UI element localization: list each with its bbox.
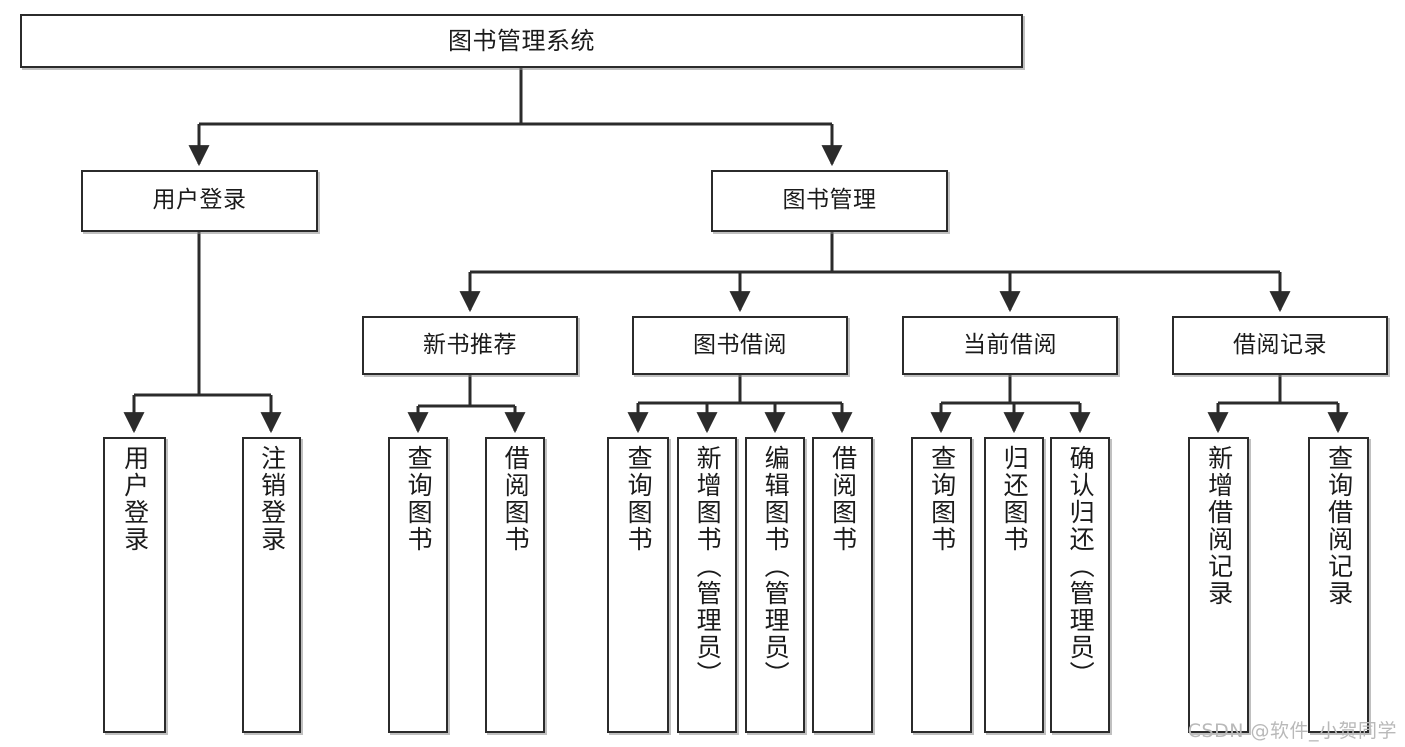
- node-leaf-query-record[interactable]: 查询借阅记录: [1308, 437, 1369, 733]
- node-leaf-add-book-label: 新增图书（管理员）: [693, 445, 723, 688]
- node-leaf-borrow-book-1[interactable]: 借阅图书: [485, 437, 545, 733]
- node-leaf-query-book-1[interactable]: 查询图书: [388, 437, 448, 733]
- node-leaf-return-book[interactable]: 归还图书: [984, 437, 1044, 733]
- node-leaf-query-book-2[interactable]: 查询图书: [607, 437, 669, 733]
- node-leaf-query-book-3-label: 查询图书: [927, 445, 957, 553]
- node-leaf-add-record-label: 新增借阅记录: [1204, 445, 1234, 607]
- node-book-manage-label: 图书管理: [782, 187, 877, 214]
- node-leaf-edit-book[interactable]: 编辑图书（管理员）: [745, 437, 805, 733]
- node-leaf-confirm-return-label: 确认归还（管理员）: [1066, 445, 1096, 688]
- node-new-book-recommend-label: 新书推荐: [423, 331, 517, 358]
- node-book-manage[interactable]: 图书管理: [711, 170, 948, 232]
- node-borrow-record-label: 借阅记录: [1233, 331, 1327, 358]
- watermark-text: CSDN @软件_小贺同学: [1187, 720, 1397, 742]
- node-leaf-add-book[interactable]: 新增图书（管理员）: [677, 437, 737, 733]
- node-current-borrow[interactable]: 当前借阅: [902, 316, 1118, 375]
- node-leaf-borrow-book-1-label: 借阅图书: [501, 445, 531, 553]
- node-leaf-user-login-label: 用户登录: [120, 445, 150, 553]
- node-leaf-user-login[interactable]: 用户登录: [103, 437, 166, 733]
- node-current-borrow-label: 当前借阅: [963, 331, 1057, 358]
- node-user-login[interactable]: 用户登录: [81, 170, 318, 232]
- node-leaf-query-record-label: 查询借阅记录: [1324, 445, 1354, 607]
- node-book-borrow-label: 图书借阅: [693, 331, 787, 358]
- node-leaf-add-record[interactable]: 新增借阅记录: [1188, 437, 1249, 733]
- node-leaf-query-book-2-label: 查询图书: [624, 445, 654, 553]
- node-root-label: 图书管理系统: [448, 26, 595, 55]
- node-leaf-return-book-label: 归还图书: [1000, 445, 1030, 553]
- node-leaf-query-book-3[interactable]: 查询图书: [911, 437, 972, 733]
- node-new-book-recommend[interactable]: 新书推荐: [362, 316, 578, 375]
- node-book-borrow[interactable]: 图书借阅: [632, 316, 848, 375]
- node-user-login-label: 用户登录: [152, 187, 247, 214]
- node-leaf-logout[interactable]: 注销登录: [242, 437, 301, 733]
- node-root[interactable]: 图书管理系统: [20, 14, 1023, 68]
- node-leaf-query-book-1-label: 查询图书: [404, 445, 434, 553]
- node-leaf-borrow-book-2[interactable]: 借阅图书: [812, 437, 873, 733]
- node-leaf-logout-label: 注销登录: [257, 445, 287, 553]
- node-leaf-confirm-return[interactable]: 确认归还（管理员）: [1050, 437, 1110, 733]
- node-leaf-borrow-book-2-label: 借阅图书: [828, 445, 858, 553]
- node-leaf-edit-book-label: 编辑图书（管理员）: [761, 445, 791, 688]
- node-borrow-record[interactable]: 借阅记录: [1172, 316, 1388, 375]
